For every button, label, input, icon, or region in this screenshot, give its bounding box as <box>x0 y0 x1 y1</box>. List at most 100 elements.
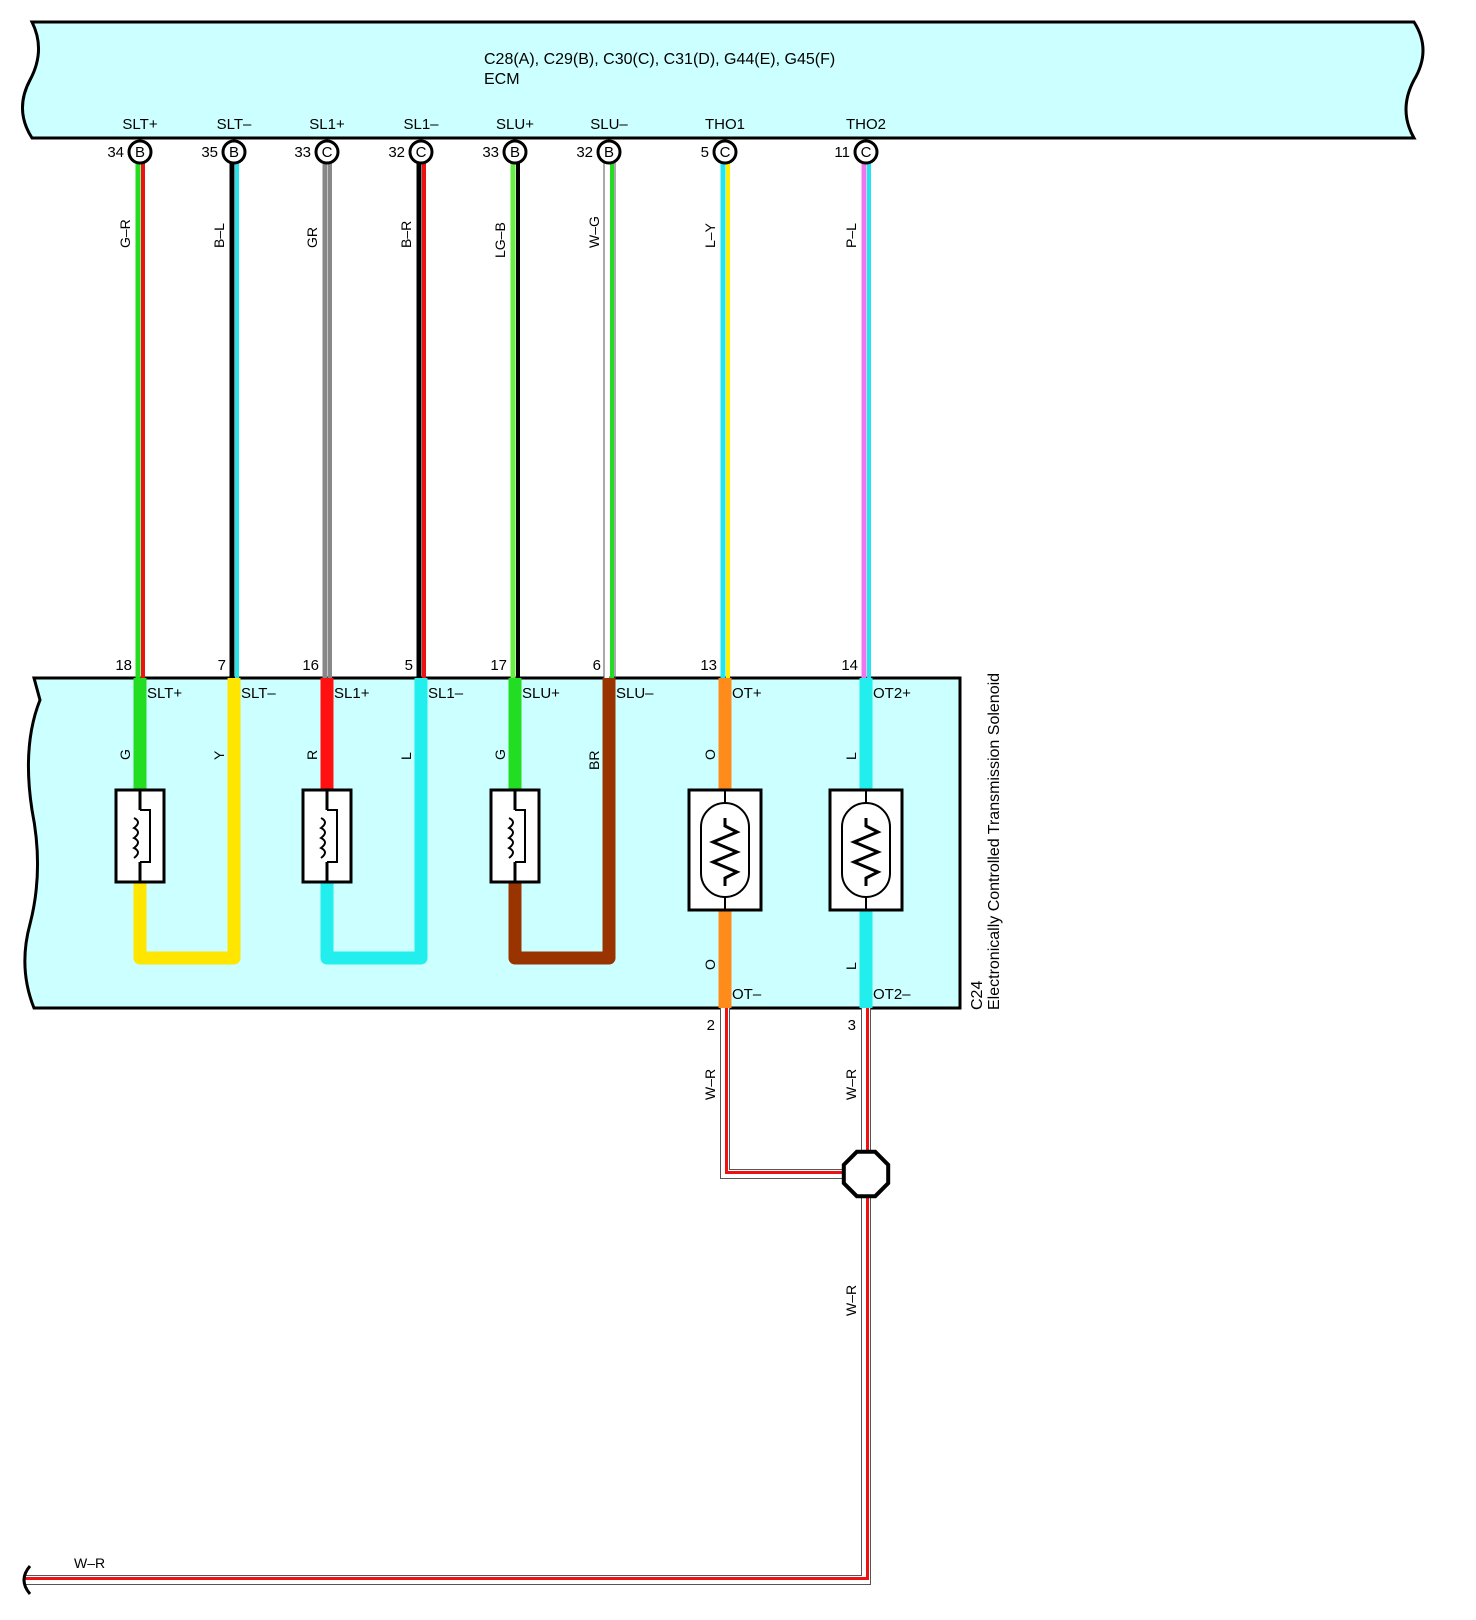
ecm-connector-letter: B <box>229 144 239 161</box>
solenoid-terminal-label: SLT+ <box>147 685 182 702</box>
wires-layer <box>24 162 871 1585</box>
solenoid-pin-number: 17 <box>490 657 507 674</box>
ecm-terminal-label: SL1– <box>403 116 439 133</box>
coil-winding-icon <box>507 817 514 859</box>
ground-wire-code: W–R <box>74 1555 105 1571</box>
internal-wire-code: L <box>843 752 859 760</box>
internal-wire-loop <box>133 678 241 965</box>
ecm-terminal-label: SLT+ <box>122 116 157 133</box>
ecm-pin-number: 34 <box>107 144 124 161</box>
ecm-connector-pin <box>712 139 738 165</box>
ground-wire-edge <box>720 1008 846 1179</box>
ecm-connector-pin <box>502 139 528 165</box>
splice-junction-icon <box>841 1149 891 1199</box>
ecm-connector-pin <box>221 139 247 165</box>
harness-wire-code: W–G <box>586 216 602 248</box>
solenoid-pin-number: 16 <box>302 657 319 674</box>
solenoid-pin-number: 13 <box>700 657 717 674</box>
solenoid-terminal-label: OT– <box>732 986 762 1003</box>
internal-wire-code: O <box>702 959 718 970</box>
solenoid-terminal-label: SLT– <box>241 685 276 702</box>
harness-wire-code: G–R <box>117 219 133 248</box>
solenoid-terminal-label: SL1– <box>428 685 464 702</box>
solenoid-pin-number: 2 <box>707 1017 715 1034</box>
solenoid-title: Electronically Controlled Transmission S… <box>986 673 1003 1010</box>
solenoid-pin-number: 5 <box>405 657 413 674</box>
solenoid-terminal-label: OT2+ <box>873 685 911 702</box>
ground-wire <box>24 1196 870 1584</box>
ecm-terminal-label: SL1+ <box>309 116 345 133</box>
solenoid-terminal-label: SLU– <box>616 685 654 702</box>
ecm-title: ECM <box>484 71 520 88</box>
harness-wire-code: L–Y <box>702 222 718 248</box>
harness-wire-code: GR <box>304 227 320 248</box>
ecm-terminal-label: SLU– <box>590 116 628 133</box>
solenoid-terminal-label: OT2– <box>873 986 911 1003</box>
ecm-connector-letter: C <box>861 144 872 161</box>
ecm-pin-number: 5 <box>701 144 709 161</box>
ecm-connector-pin <box>596 139 622 165</box>
coil-body <box>140 809 151 863</box>
internal-wire-code: L <box>398 752 414 760</box>
solenoid-terminal-label: SL1+ <box>334 685 370 702</box>
ecm-pin-number: 35 <box>201 144 218 161</box>
ecm-terminal-label: SLT– <box>217 116 252 133</box>
ecm-connector-letter: C <box>322 144 333 161</box>
ecm-body <box>20 20 1425 140</box>
ecm-connector-list: C28(A), C29(B), C30(C), C31(D), G44(E), … <box>484 51 835 68</box>
resistor-zigzag-icon <box>709 818 741 886</box>
harness-wire-code: LG–B <box>492 222 508 258</box>
ecm-pin-number: 11 <box>834 144 850 161</box>
coil-winding-icon <box>319 817 326 859</box>
ground-wire-code: W–R <box>843 1069 859 1100</box>
components-layer <box>22 139 904 1595</box>
ground-wire-edge <box>24 1196 871 1585</box>
internal-wire-loop <box>508 678 616 965</box>
solenoid-terminal-label: SLU+ <box>522 685 560 702</box>
solenoid-pin-number: 7 <box>218 657 226 674</box>
ecm-connector-letter: B <box>510 144 520 161</box>
internal-wire-code: R <box>304 750 320 760</box>
ecm-terminal-label: THO2 <box>846 116 886 133</box>
internal-wire-code: L <box>843 962 859 970</box>
solenoid-pin-number: 18 <box>115 657 132 674</box>
internal-wire-code: G <box>492 749 508 760</box>
coil-winding-icon <box>132 817 139 859</box>
coil-body <box>327 809 338 863</box>
ecm-connector-pin <box>314 139 340 165</box>
ground-wire <box>721 1008 846 1178</box>
ecm-pin-number: 32 <box>576 144 593 161</box>
harness-wire-code: B–R <box>398 221 414 248</box>
solenoid-code: C24 <box>969 981 986 1010</box>
resistor-zigzag-icon <box>850 818 882 886</box>
ecm-connector-letter: B <box>135 144 145 161</box>
ecm-terminal-label: SLU+ <box>496 116 534 133</box>
coil-body <box>515 809 526 863</box>
ecm-terminal-label: THO1 <box>705 116 745 133</box>
ground-wire-stripe <box>725 1006 848 1174</box>
internal-wire-code: O <box>702 749 718 760</box>
ecm-pin-number: 33 <box>482 144 499 161</box>
solenoid-terminal-label: OT+ <box>732 685 762 702</box>
ecm-block: C28(A), C29(B), C30(C), C31(D), G44(E), … <box>20 20 1425 140</box>
internal-wire-code: Y <box>211 750 227 760</box>
ecm-pin-number: 33 <box>294 144 311 161</box>
ground-wire-code: W–R <box>843 1285 859 1316</box>
labels-layer: SLT+B34G–RSLT–B35B–LSL1+C33GRSL1–C32B–RS… <box>74 116 911 1571</box>
ground-wire-stripe <box>25 1194 869 1580</box>
internal-wire-code: G <box>117 749 133 760</box>
ecm-pin-number: 32 <box>388 144 405 161</box>
internal-wire-loop <box>320 678 428 965</box>
ecm-connector-letter: C <box>416 144 427 161</box>
harness-wire-code: P–L <box>843 223 859 248</box>
ecm-connector-letter: C <box>720 144 731 161</box>
ecm-connector-pin <box>853 139 879 165</box>
solenoid-pin-number: 3 <box>848 1017 856 1034</box>
ground-wire-code: W–R <box>702 1069 718 1100</box>
ecm-connector-letter: B <box>604 144 614 161</box>
ecm-connector-pin <box>127 139 153 165</box>
ecm-connector-pin <box>408 139 434 165</box>
solenoid-pin-number: 14 <box>841 657 858 674</box>
solenoid-pin-number: 6 <box>593 657 601 674</box>
